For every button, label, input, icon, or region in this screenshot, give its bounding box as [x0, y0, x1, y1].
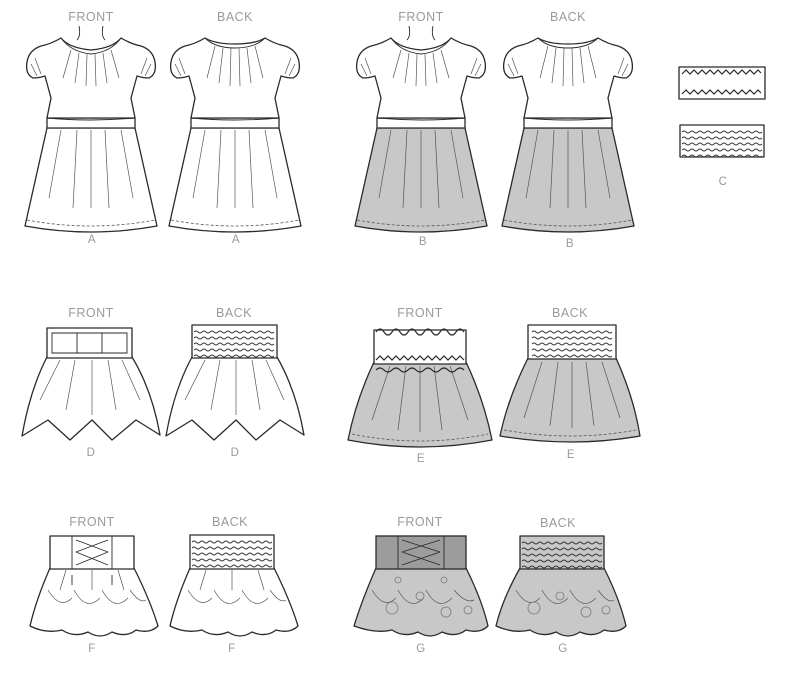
headband-c-shirred [679, 124, 765, 158]
view-label-front-g: FRONT [397, 515, 443, 529]
view-label-back-g: BACK [539, 516, 577, 530]
view-letter-f-front: F [88, 643, 96, 655]
view-label-front-e: FRONT [397, 306, 443, 320]
view-letter-g-back: G [558, 643, 568, 655]
dress-b-back [501, 37, 635, 233]
skirt-g-back [495, 535, 627, 637]
skirt-d-back [165, 324, 305, 441]
view-label-front-a: FRONT [68, 10, 114, 24]
view-letter-b-front: B [418, 236, 428, 248]
view-letter-d-back: D [230, 447, 240, 459]
view-letter-g-front: G [416, 643, 426, 655]
dress-b-front [354, 25, 488, 233]
view-label-back-b: BACK [549, 10, 587, 24]
view-letter-b-back: B [565, 238, 575, 250]
view-letter-a-back: A [231, 234, 241, 246]
skirt-g-front [353, 535, 489, 637]
view-label-back-a: BACK [216, 10, 254, 24]
skirt-f-front [29, 535, 159, 637]
view-label-back-f: BACK [211, 515, 249, 529]
skirt-f-back [169, 534, 299, 637]
view-letter-e-back: E [566, 449, 576, 461]
view-letter-f-back: F [228, 643, 236, 655]
dress-a-front [24, 25, 158, 233]
view-label-front-d: FRONT [68, 306, 114, 320]
dress-a-back [168, 37, 302, 233]
view-letter-c: C [718, 176, 728, 188]
skirt-e-front [347, 328, 493, 448]
headband-c-zigzag [678, 66, 766, 100]
view-letter-d-front: D [86, 447, 96, 459]
view-label-back-d: BACK [215, 306, 253, 320]
view-label-back-e: BACK [551, 306, 589, 320]
view-letter-e-front: E [416, 453, 426, 465]
view-letter-a-front: A [87, 234, 97, 246]
skirt-d-front [21, 327, 161, 441]
view-label-front-f: FRONT [69, 515, 115, 529]
view-label-front-b: FRONT [398, 10, 444, 24]
skirt-e-back [499, 324, 641, 443]
